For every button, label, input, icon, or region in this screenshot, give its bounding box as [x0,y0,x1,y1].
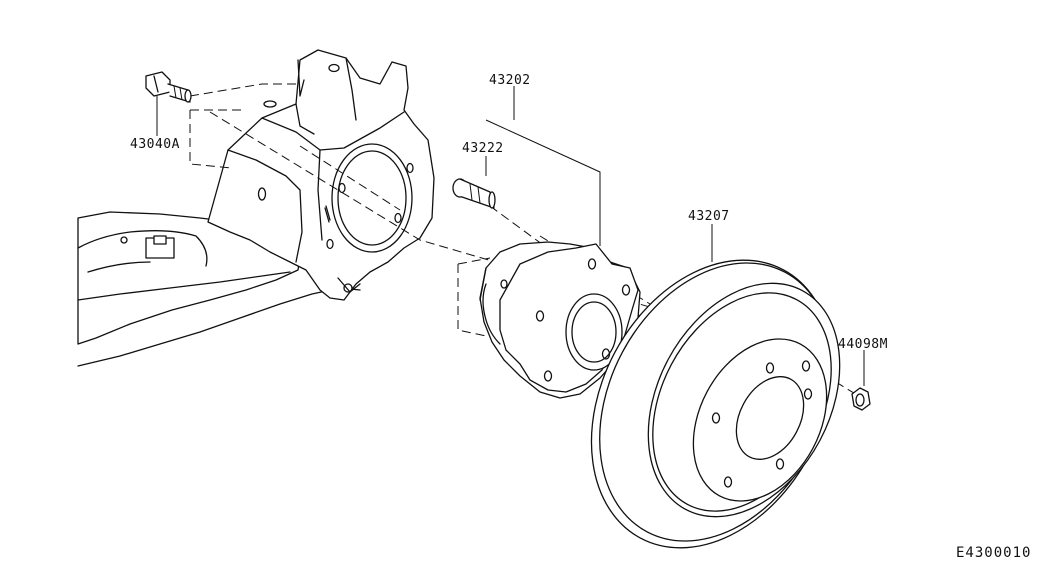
nut-44098m [851,387,871,411]
bolt-43040a [145,71,192,103]
drawing-code: E4300010 [956,545,1031,561]
axle-bracket [207,49,435,301]
label-stud: 43222 [462,141,504,156]
label-hub-assembly: 43202 [489,73,531,88]
hub-assembly-43202 [479,241,641,399]
hub-stud-43222 [452,178,496,209]
label-bolt: 43040A [130,137,180,152]
leader-lines [156,86,865,386]
disc-rotor-43207 [590,259,841,549]
label-disc-rotor: 43207 [688,209,730,224]
label-nut: 44098M [838,337,888,352]
